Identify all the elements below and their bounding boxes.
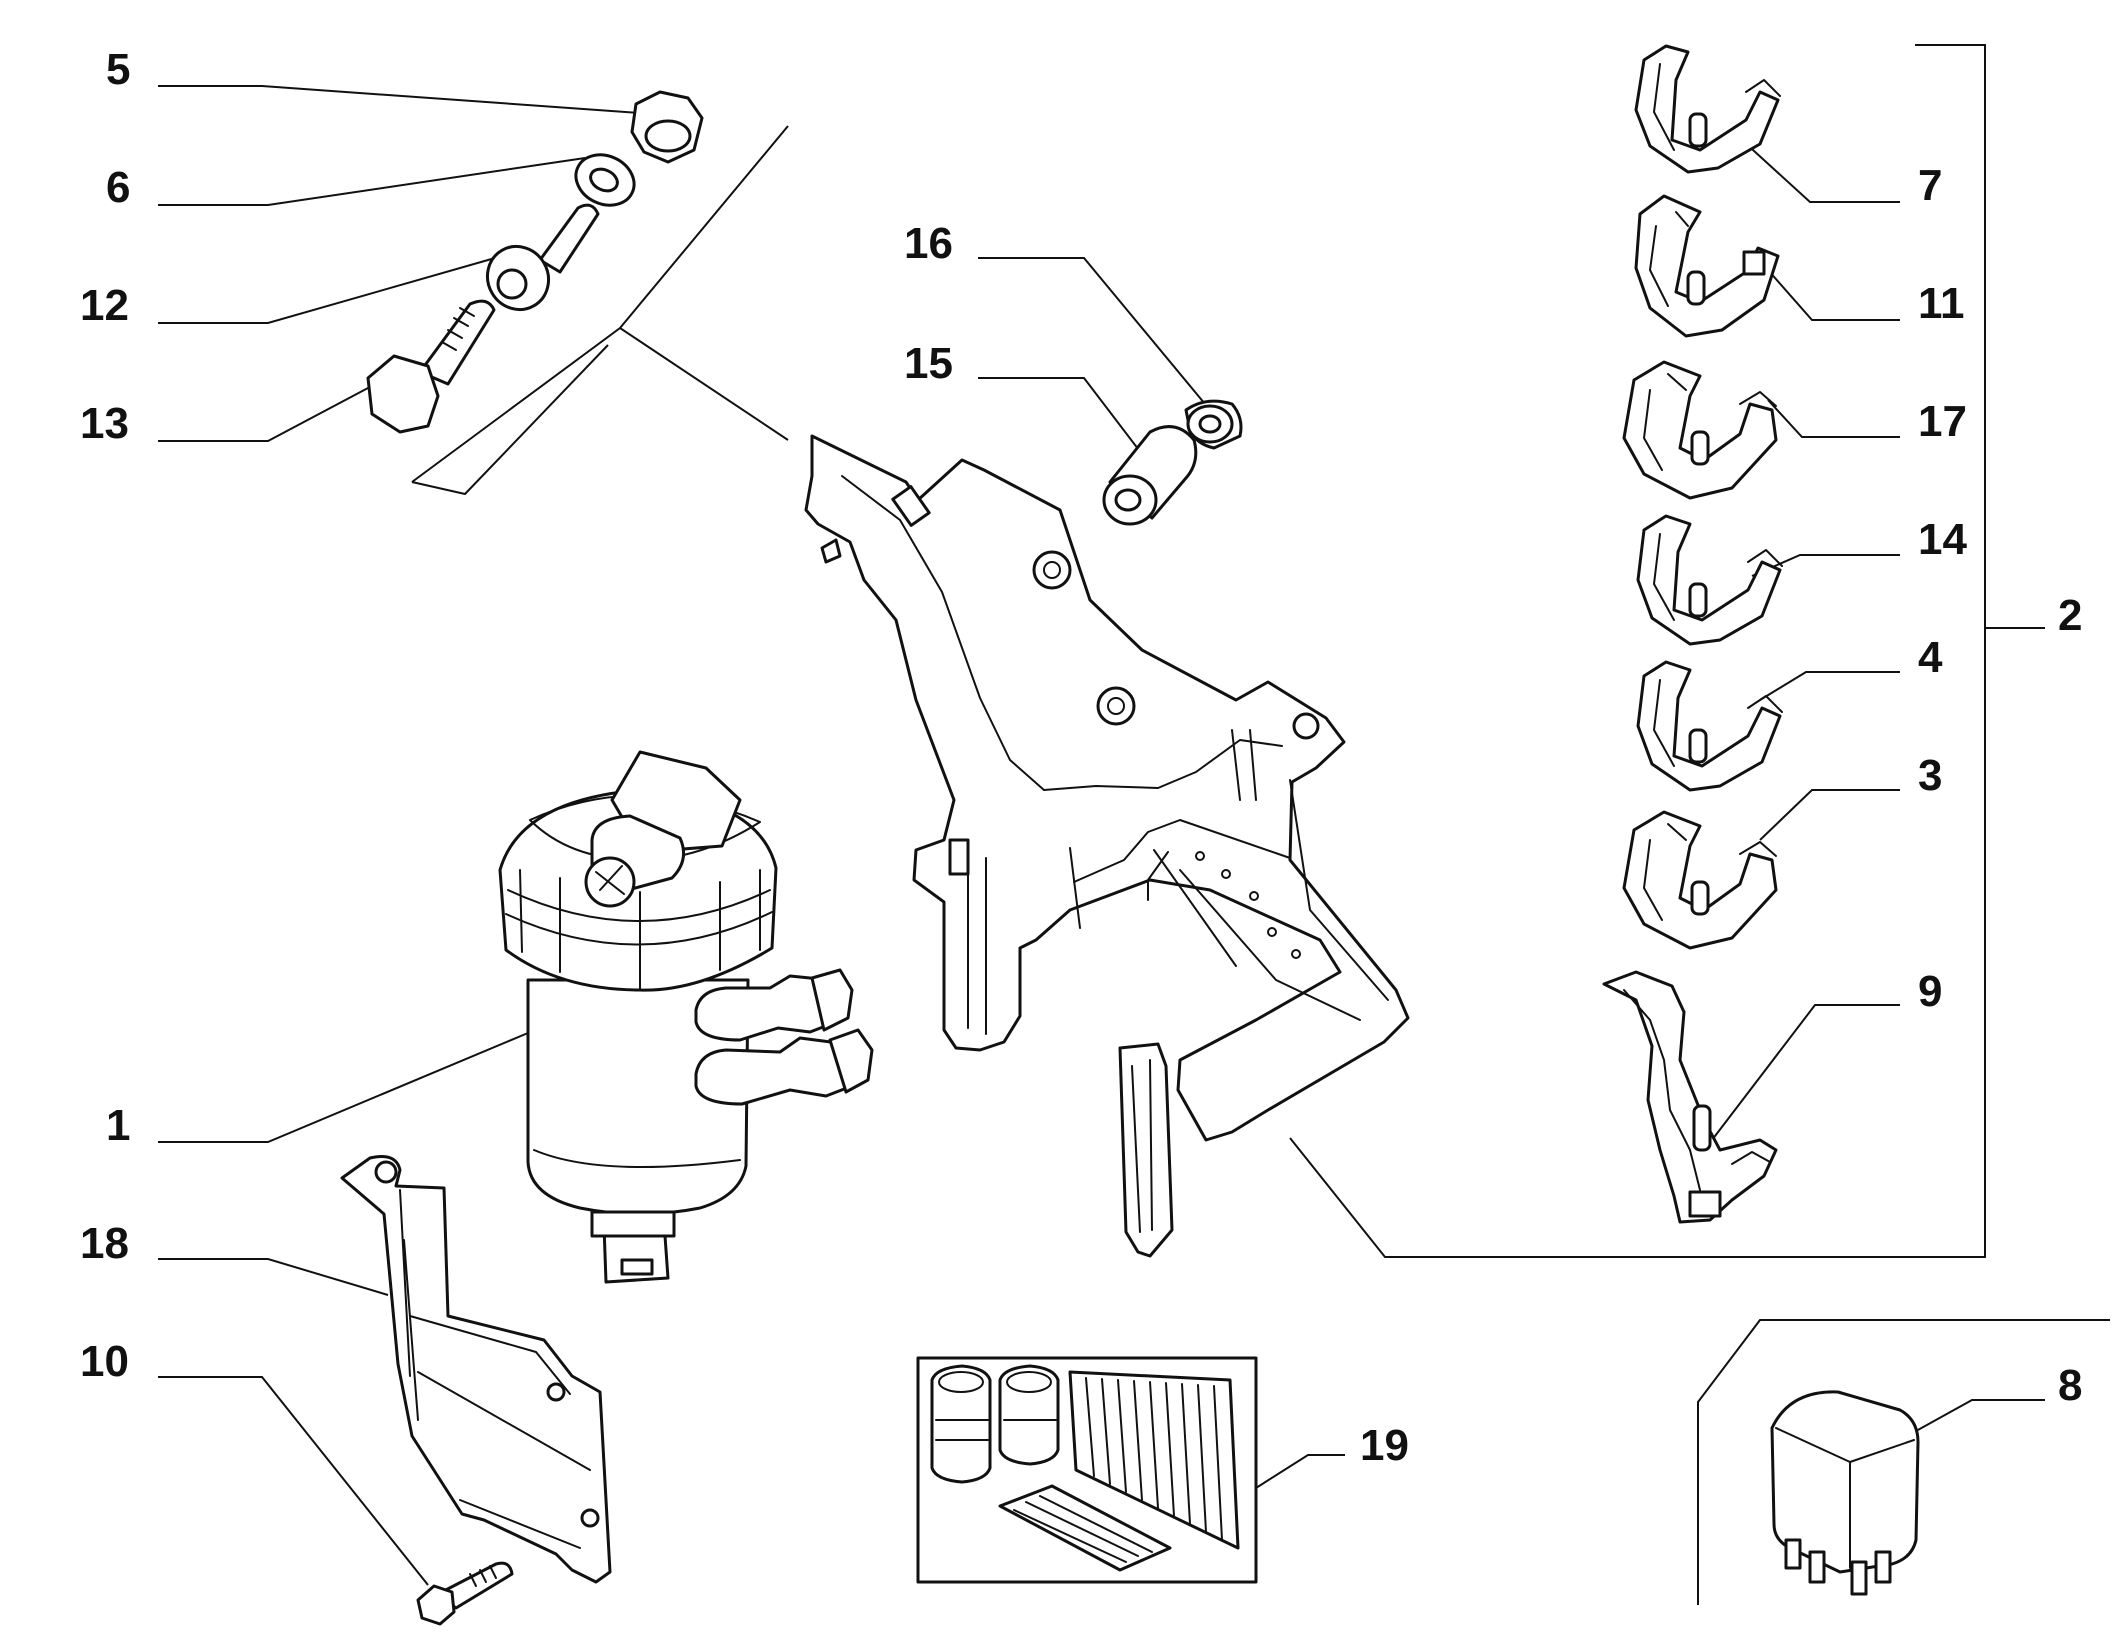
bolt-part-10 <box>416 1561 514 1626</box>
leader-19 <box>1255 1454 1345 1489</box>
callout-1: 1 <box>106 1101 130 1150</box>
leader-11 <box>1767 269 1900 321</box>
leader-4 <box>1759 671 1900 701</box>
clip-part-14 <box>1636 514 1783 646</box>
leader-9 <box>1711 1004 1900 1141</box>
callout-labels: 5 6 12 13 16 15 1 18 10 7 11 17 14 4 3 9… <box>80 45 2082 1470</box>
air-filter-icon <box>1068 1370 1240 1550</box>
callout-17: 17 <box>1918 397 1967 446</box>
spacer-part-12 <box>485 203 600 312</box>
leader-5 <box>158 85 641 114</box>
nut-part-5 <box>630 90 704 164</box>
callout-7: 7 <box>1918 161 1942 210</box>
callout-12: 12 <box>80 281 129 330</box>
callout-16: 16 <box>904 219 953 268</box>
leader-3 <box>1759 789 1900 841</box>
callout-18: 18 <box>80 1219 129 1268</box>
callout-10: 10 <box>80 1337 129 1386</box>
relay-frame <box>1697 1319 2110 1605</box>
clip-part-7 <box>1634 44 1781 174</box>
fuel-filter-part-1 <box>498 750 874 1284</box>
leader-bracket-pointer <box>619 327 789 441</box>
callout-5: 5 <box>106 45 130 94</box>
mounting-bracket <box>804 434 1410 1258</box>
leader-15 <box>978 377 1149 463</box>
clip-part-3 <box>1622 810 1778 950</box>
callout-4: 4 <box>1918 633 1943 682</box>
group-bracket-2 <box>1289 44 1986 1258</box>
leader-18 <box>158 1258 389 1296</box>
oil-filter-icon-a <box>930 1364 992 1484</box>
callout-9: 9 <box>1918 967 1942 1016</box>
callout-15: 15 <box>904 339 953 388</box>
leader-group-lower <box>411 344 609 496</box>
callout-8: 8 <box>2058 1361 2082 1410</box>
bushing-part-15 <box>1102 425 1198 526</box>
relay-part-8 <box>1770 1390 1920 1596</box>
clip-part-9 <box>1602 970 1778 1224</box>
callout-13: 13 <box>80 399 129 448</box>
leader-17 <box>1767 399 1900 438</box>
callout-19: 19 <box>1360 1421 1409 1470</box>
leader-16 <box>978 257 1211 411</box>
clip-part-11 <box>1634 194 1780 338</box>
callout-14: 14 <box>1918 515 1967 564</box>
leader-1 <box>158 1032 529 1143</box>
oil-filter-icon-b <box>998 1364 1060 1466</box>
leader-10 <box>158 1376 429 1586</box>
cabin-filter-icon <box>998 1484 1172 1572</box>
callout-11: 11 <box>1918 279 1965 328</box>
bushing-part-16 <box>1184 399 1243 450</box>
callout-6: 6 <box>106 163 130 212</box>
clip-part-4 <box>1636 660 1783 792</box>
callout-2: 2 <box>2058 591 2082 640</box>
washer-part-6 <box>574 153 636 207</box>
bolt-part-13 <box>366 299 496 434</box>
service-kit-part-19 <box>916 1356 1258 1584</box>
leader-6 <box>158 157 586 206</box>
bracket-part-18 <box>340 1155 612 1584</box>
callout-3: 3 <box>1918 751 1942 800</box>
leader-13 <box>158 387 369 442</box>
clip-part-17 <box>1622 360 1778 500</box>
leader-12 <box>158 257 496 324</box>
leader-7 <box>1741 139 1900 203</box>
